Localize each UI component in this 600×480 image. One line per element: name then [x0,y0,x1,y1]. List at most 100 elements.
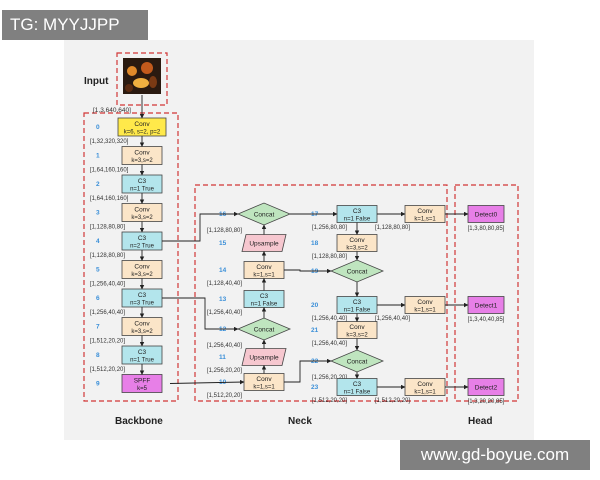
neck-shape-23: [1,512,20,20] [312,398,347,404]
neck-layer-12-title: Concat [254,327,275,334]
backbone-index-3: 3 [96,210,100,217]
backbone-layer-5-title: Conv [134,264,150,271]
backbone-shape-0: [1,32,320,320] [90,139,129,145]
connectors [139,95,469,390]
input-section-box [116,52,168,106]
neck-shape-13: [1,256,40,40] [207,310,242,316]
head-detect-1-label: Detect1 [475,303,498,310]
backbone-shape-7: [1,512,20,20] [90,339,125,345]
backbone-layer-0-title: Conv [134,121,150,128]
head-detect-shape-2: [1,3,20,20,85] [468,399,505,405]
backbone-index-8: 8 [96,352,100,359]
neck-index-21: 21 [311,327,319,334]
arrow-spff-to-layer-10 [169,379,245,385]
neck-index-18: 18 [311,240,319,247]
backbone-layer-4-params: n=2 True [130,244,155,250]
neck-layer-15-title: Upsample [249,241,279,248]
head-conv-0-title: Conv [417,208,433,215]
neck-shape-18: [1,128,80,80] [312,254,347,260]
head-detect-2: Detect2 [467,378,505,396]
backbone-layer-4-title: C3 [138,235,147,242]
arrow-layer-14-to-concat-19 [284,268,332,274]
head-detect-shape-0: [1,3,80,80,85] [468,226,505,232]
backbone-layer-7-params: k=3,s=2 [131,329,153,335]
neck-layer-17-params: n=1 False [344,217,371,223]
backbone-index-5: 5 [96,267,100,274]
neck-layer-23-params: n=1 False [344,390,371,396]
neck-layer-21-title: Conv [349,324,365,331]
neck-index-19: 19 [311,268,319,275]
neck-label: Neck [288,416,312,427]
neck-layer-19-title: Concat [347,269,368,276]
neck-layer-19-shape [329,259,385,283]
backbone-layer-6: C3n=3 True [121,288,163,308]
backbone-index-4: 4 [96,238,100,245]
neck-index-15: 15 [219,240,227,247]
neck-layer-21: Conv k=3,s=2 [336,321,378,339]
backbone-index-9: 9 [96,381,100,388]
neck-layer-11-title: Upsample [249,355,279,362]
arrow-layer-4-to-concat-16 [162,211,239,242]
neck-layer-15: Upsample [241,234,287,252]
neck-layer-13-params: n=1 False [251,302,278,308]
neck-shape-11: [1,256,20,20] [207,368,242,374]
neck-index-16: 16 [219,211,227,218]
head-conv-2-title: Conv [417,381,433,388]
neck-layer-20: C3n=1 False [336,296,378,314]
neck-shape-16: [1,128,80,80] [207,228,242,234]
backbone-shape-2: [1,64,160,160] [90,196,129,202]
backbone-layer-9-params: k=5 [137,386,148,392]
neck-shape-22: [1,256,20,20] [312,375,347,381]
neck-right-column: C3n=1 False17[1,256,80,80]Convk=3,s=218[… [311,205,385,404]
neck-layer-14-title: Conv [256,264,272,271]
neck-layer-19: Concat [329,259,385,283]
neck-layer-11-shape [241,348,287,366]
neck-layer-12: Concat [236,317,292,341]
neck-layer-18-title: Conv [349,237,365,244]
backbone-index-6: 6 [96,295,100,302]
neck-layer-13: C3 n=1 False [243,290,285,308]
neck-index-23: 23 [311,384,319,391]
backbone-shape-3: [1,128,80,80] [90,225,125,231]
neck-layer-16-title: Concat [254,212,275,219]
neck-shape-20: [1,256,40,40] [312,316,347,322]
neck-layer-22-shape [329,349,385,373]
backbone-layer-3-params: k=3,s=2 [131,215,153,221]
backbone-layer-8-title: C3 [138,349,147,356]
backbone-index-0: 0 [96,124,100,131]
backbone-index-1: 1 [96,153,100,160]
neck-shape-10: [1,512,20,20] [207,393,242,399]
backbone-layer-1-title: Conv [134,150,150,157]
neck-layer-11: Upsample [241,348,287,366]
neck-layer-21-params: k=3,s=2 [346,333,368,339]
input-image [123,58,161,94]
neck-layer-23: C3n=1 False [336,378,378,396]
head-section-box [454,184,519,402]
head-detect-0-label: Detect0 [475,212,498,219]
neck-layer-22-title: Concat [347,359,368,366]
neck-layer-13-title: C3 [260,293,269,300]
backbone-layer-1-params: k=3,s=2 [131,158,153,164]
watermark-top-left: TG: MYYJJPP [2,10,148,40]
backbone-layer-9-title: SPFF [134,378,151,385]
neck-layer-20-params: n=1 False [344,308,371,314]
neck-index-13: 13 [219,296,227,303]
input-label: Input [84,76,109,87]
neck-shape-21: [1,256,40,40] [312,341,347,347]
neck-index-22: 22 [311,358,319,365]
backbone-layer-6-params: n=3 True [130,301,155,307]
head-conv-0-params: k=1,s=1 [414,217,436,223]
backbone-layer-8-params: n=1 True [130,358,155,364]
neck-layer-10-params: k=1,s=1 [253,385,275,391]
backbone-layer-7-title: Conv [134,321,150,328]
neck-shape-14: [1,128,40,40] [207,281,242,287]
neck-index-20: 20 [311,302,319,309]
